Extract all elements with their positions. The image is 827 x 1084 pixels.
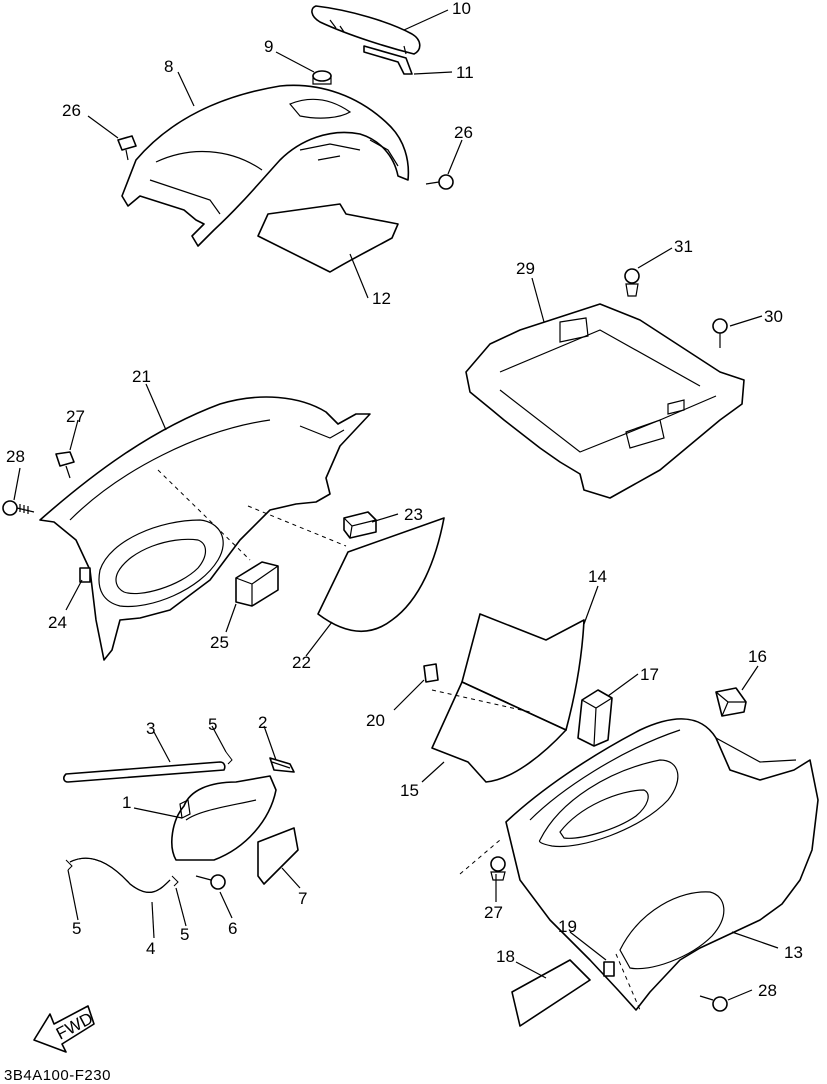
callout-7: 7 [298, 889, 307, 908]
callout-labels: 10 11 9 8 26 26 12 31 29 30 21 27 28 23 … [6, 0, 803, 1000]
part-27-screw-lower [490, 856, 506, 881]
callout-18: 18 [496, 947, 515, 966]
part-26-screw-right [425, 174, 454, 190]
callout-5-mid: 5 [180, 925, 189, 944]
part-6-bolt [195, 874, 226, 890]
callout-16: 16 [748, 647, 767, 666]
leader-lines [13, 9, 779, 1011]
part-31-clip [624, 268, 640, 297]
part-2-cap [269, 757, 295, 773]
fwd-arrow-icon: FWD [33, 1005, 96, 1053]
callout-10: 10 [452, 0, 471, 18]
callout-31: 31 [674, 237, 693, 256]
callout-13: 13 [784, 943, 803, 962]
part-29-bracket-frame [465, 303, 745, 499]
part-23-damper-block [343, 511, 377, 539]
callout-22: 22 [292, 653, 311, 672]
callout-26-right: 26 [454, 123, 473, 142]
part-15-pad [431, 681, 567, 783]
callout-28-lower: 28 [758, 981, 777, 1000]
part-24-nut [79, 567, 91, 583]
part-12-fender-pad [257, 203, 399, 273]
callout-27-upper: 27 [66, 407, 85, 426]
callout-25: 25 [210, 633, 229, 652]
callout-19: 19 [558, 917, 577, 936]
part-21-rear-fender [39, 396, 371, 661]
callout-1: 1 [122, 793, 131, 812]
part-7-damper [257, 827, 299, 885]
callout-5-left: 5 [72, 919, 81, 938]
part-13-side-panel [505, 718, 819, 1011]
callout-29: 29 [516, 259, 535, 278]
part-10-cover [311, 5, 421, 55]
callout-4: 4 [146, 939, 155, 958]
callout-17: 17 [640, 665, 659, 684]
callout-3: 3 [146, 719, 155, 738]
callout-27-lower: 27 [484, 903, 503, 922]
part-1-reservoir [171, 775, 277, 861]
drawing-code: 3B4A100-F230 [4, 1067, 111, 1084]
callout-9: 9 [264, 37, 273, 56]
part-20-block [423, 663, 439, 683]
callout-28-upper: 28 [6, 447, 25, 466]
part-3-pipe [63, 761, 226, 783]
part-28-screw-upper [2, 500, 35, 516]
callout-8: 8 [164, 57, 173, 76]
callout-23: 23 [404, 505, 423, 524]
callout-6: 6 [228, 919, 237, 938]
callout-2: 2 [258, 713, 267, 732]
part-9-grommet [312, 70, 332, 85]
part-5-clamps [65, 751, 233, 887]
callout-20: 20 [366, 711, 385, 730]
part-11-bracket [363, 45, 413, 75]
callout-21: 21 [132, 367, 151, 386]
part-22-rear-pad [317, 517, 445, 633]
callout-15: 15 [400, 781, 419, 800]
callout-24: 24 [48, 613, 67, 632]
callout-11: 11 [456, 63, 474, 82]
part-27-screw-upper [55, 451, 75, 479]
callout-5-top: 5 [208, 715, 217, 734]
callout-12: 12 [372, 289, 391, 308]
part-4-hose [69, 857, 171, 893]
callout-26-left: 26 [62, 101, 81, 120]
part-17-block [577, 689, 613, 747]
part-16-block [715, 687, 747, 717]
part-18-pad [511, 959, 591, 1027]
part-26-screw-left [117, 135, 137, 161]
callout-30: 30 [764, 307, 783, 326]
callout-14: 14 [588, 567, 607, 586]
part-8-front-fender [121, 84, 410, 247]
part-19-nut [603, 961, 615, 977]
part-28-screw-lower [699, 995, 728, 1012]
part-30-screw [712, 318, 728, 348]
part-25-damper-block [235, 561, 279, 607]
